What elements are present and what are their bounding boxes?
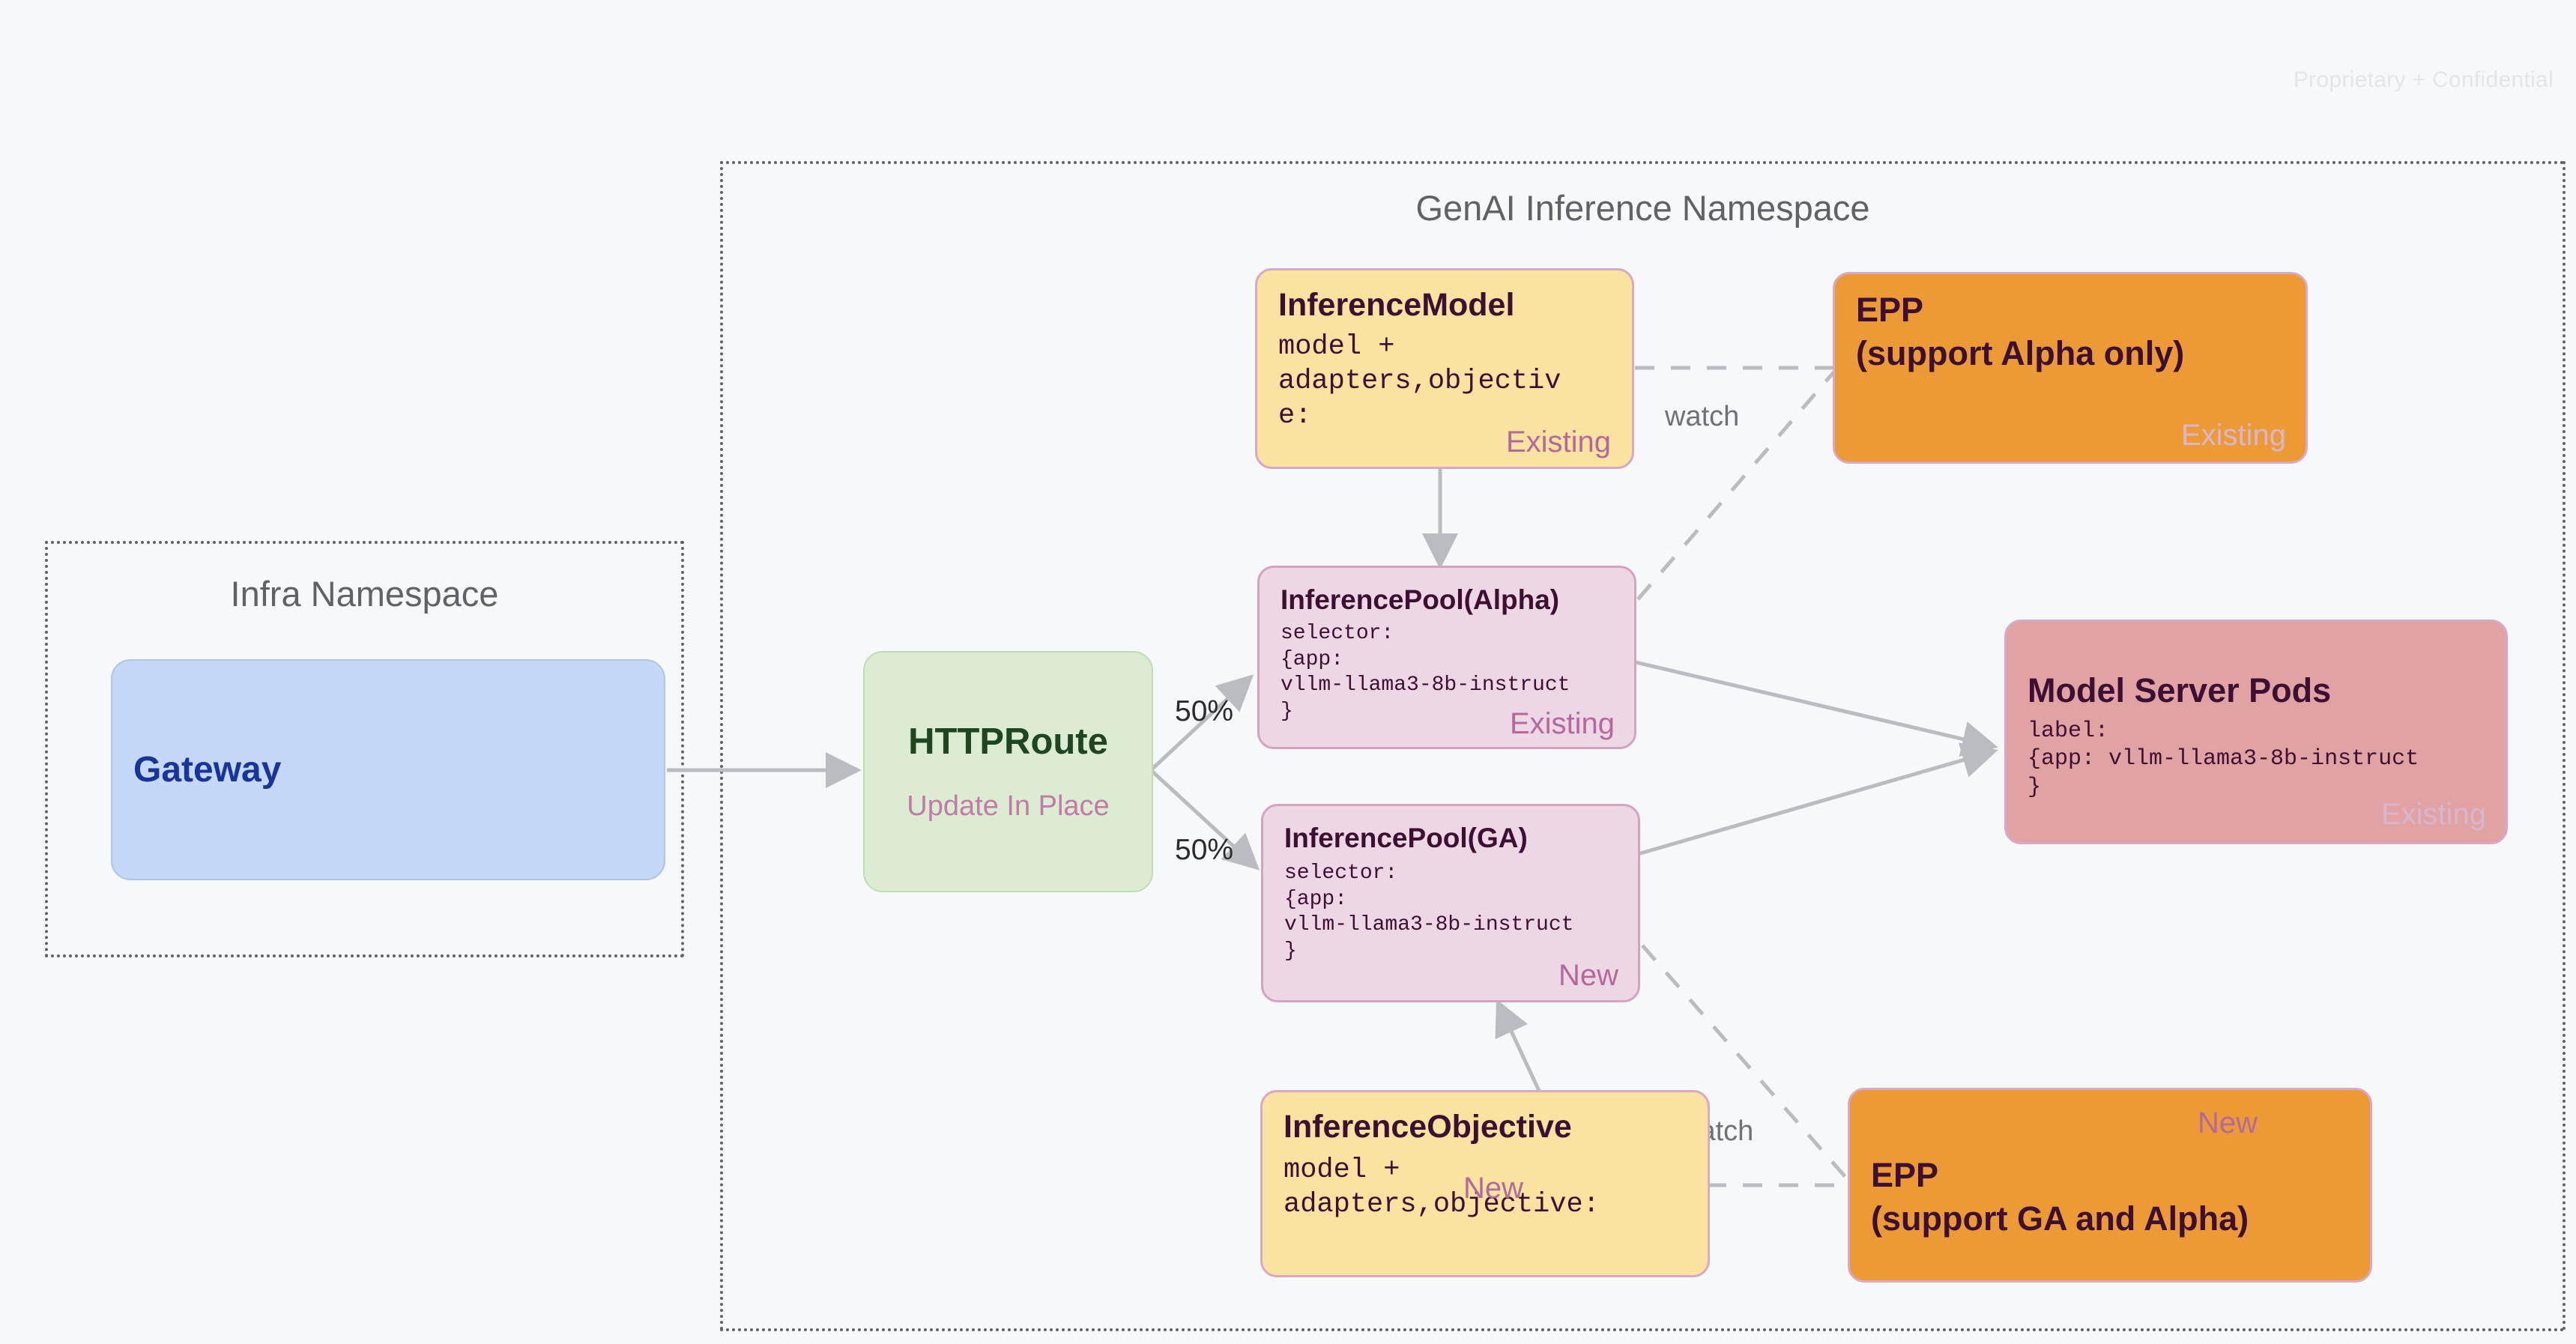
epp-alpha-title-line1: EPP	[1856, 291, 1924, 329]
watch-label-top: watch	[1665, 401, 1740, 432]
inference-model-body: model + adapters,objectiv e:	[1278, 330, 1561, 432]
inference-model-title: InferenceModel	[1278, 287, 1515, 323]
split-percent-top: 50%	[1175, 695, 1234, 727]
split-percent-bottom: 50%	[1175, 834, 1234, 866]
infra-namespace-title: Infra Namespace	[230, 574, 499, 614]
infra-namespace-container	[45, 541, 684, 957]
inference-pool-alpha-title: InferencePool(Alpha)	[1281, 584, 1560, 615]
confidential-watermark: Proprietary + Confidential	[2293, 67, 2554, 92]
epp-ga-title-line1: EPP	[1871, 1156, 1939, 1194]
model-server-pods-body: label: {app: vllm-llama3-8b-instruct }	[2028, 718, 2419, 800]
genai-namespace-title: GenAI Inference Namespace	[1415, 188, 1870, 228]
inference-pool-ga-tag: New	[1558, 959, 1618, 992]
httproute-node[interactable]: HTTPRoute Update In Place	[863, 651, 1153, 892]
epp-ga-title-line2: (support GA and Alpha)	[1871, 1199, 2249, 1238]
epp-alpha-node[interactable]: EPP (support Alpha only) Existing	[1833, 272, 2308, 464]
inference-pool-ga-body: selector: {app: vllm-llama3-8b-instruct …	[1284, 861, 1574, 963]
epp-alpha-tag: Existing	[2180, 419, 2286, 452]
httproute-title: HTTPRoute	[908, 721, 1108, 763]
inference-pool-alpha-tag: Existing	[1509, 707, 1615, 740]
genai-namespace-container	[720, 161, 2566, 1331]
inference-model-node[interactable]: InferenceModel model + adapters,objectiv…	[1255, 268, 1634, 469]
epp-ga-tag: New	[2197, 1107, 2258, 1139]
inference-pool-ga-title: InferencePool(GA)	[1284, 823, 1528, 853]
inference-pool-alpha-node[interactable]: InferencePool(Alpha) selector: {app: vll…	[1257, 566, 1636, 749]
inference-pool-alpha-body: selector: {app: vllm-llama3-8b-instruct …	[1281, 621, 1570, 724]
inference-pool-ga-node[interactable]: InferencePool(GA) selector: {app: vllm-l…	[1261, 804, 1640, 1002]
inference-model-tag: Existing	[1505, 426, 1611, 458]
epp-ga-node[interactable]: New EPP (support GA and Alpha)	[1848, 1088, 2372, 1283]
inference-objective-node[interactable]: InferenceObjective model + adapters,obje…	[1260, 1090, 1710, 1277]
model-server-pods-node[interactable]: Model Server Pods label: {app: vllm-llam…	[2004, 620, 2508, 844]
gateway-title: Gateway	[133, 749, 282, 790]
inference-objective-tag: New	[1463, 1172, 1524, 1205]
gateway-node[interactable]: Gateway	[111, 659, 665, 880]
inference-objective-title: InferenceObjective	[1284, 1109, 1572, 1145]
epp-alpha-title-line2: (support Alpha only)	[1856, 334, 2185, 373]
model-server-pods-tag: Existing	[2380, 798, 2486, 831]
inference-objective-body: model + adapters,objective:	[1284, 1154, 1600, 1220]
httproute-subtitle: Update In Place	[907, 790, 1110, 822]
model-server-pods-title: Model Server Pods	[2028, 671, 2332, 709]
